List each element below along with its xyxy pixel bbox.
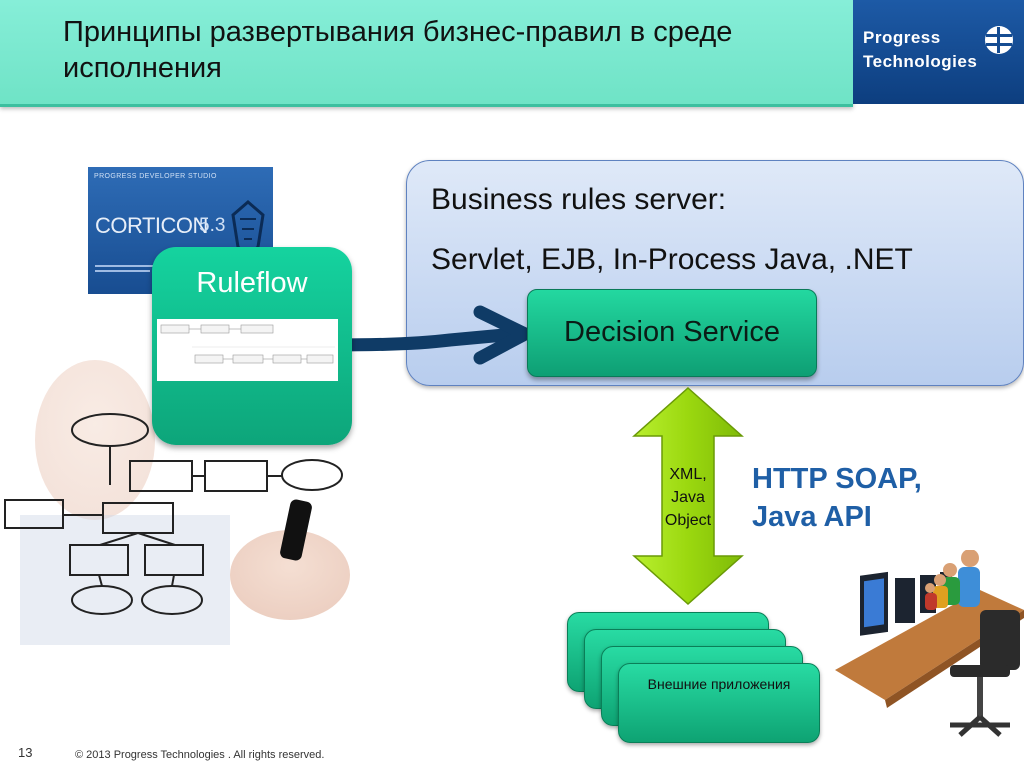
- copyright-footer: © 2013 Progress Technologies . All right…: [75, 749, 325, 761]
- product-version: 5.3: [199, 215, 226, 236]
- slide-title: Принципы развертывания бизнес-правил в с…: [63, 16, 733, 84]
- logo-text: Progress Technologies: [863, 28, 978, 71]
- whiteboard-drawing-illustration: [4, 360, 350, 645]
- product-name: CORTICON: [95, 213, 208, 238]
- ruleflow-title: Ruleflow: [196, 267, 308, 299]
- ruleflow-card: Ruleflow: [152, 247, 352, 445]
- connector-arrow-icon: [330, 305, 532, 365]
- arrow-payload-label: XML, Java Object: [664, 466, 712, 529]
- external-apps-label: Внешние приложения: [647, 676, 791, 692]
- server-heading: Business rules server:: [431, 183, 727, 216]
- ruleflow-diagram-thumbnail: [157, 319, 338, 381]
- studio-label: PROGRESS DEVELOPER STUDIO: [94, 173, 217, 180]
- progress-logo: Progress Technologies: [853, 0, 1024, 104]
- decision-service-label: Decision Service: [564, 316, 780, 348]
- external-app-card: [618, 663, 820, 743]
- double-arrow-icon: [632, 386, 744, 606]
- corticon-fineprint: [95, 265, 155, 272]
- slide-header: Принципы развертывания бизнес-правил в с…: [0, 0, 853, 107]
- people-at-computers-illustration: [835, 550, 1024, 737]
- decision-service-box: Decision Service: [527, 289, 817, 377]
- protocols-label: HTTP SOAP, Java API: [752, 463, 922, 533]
- progress-logo-icon: [985, 26, 1013, 54]
- server-platforms: Servlet, EJB, In-Process Java, .NET: [431, 243, 913, 276]
- slide-number: 13: [18, 745, 33, 760]
